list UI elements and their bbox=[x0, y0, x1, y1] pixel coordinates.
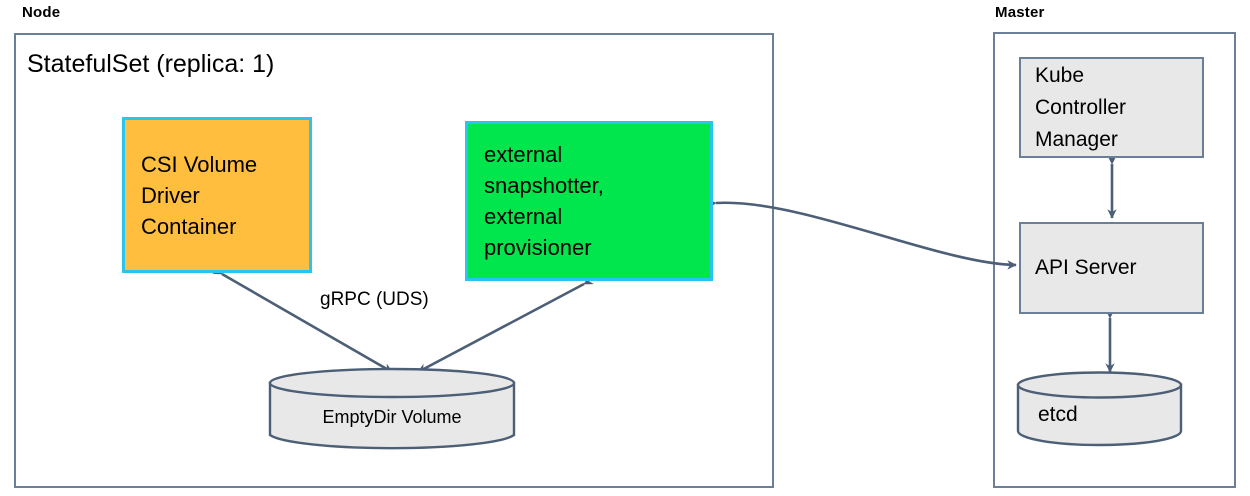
box-kube-controller-manager-label: Kube Controller Manager bbox=[1035, 63, 1127, 151]
emptydir-shape bbox=[268, 367, 516, 450]
cylinder-emptydir-volume-label: EmptyDir Volume bbox=[322, 407, 462, 427]
cylinder-emptydir-volume[interactable]: EmptyDir Volume bbox=[268, 367, 516, 451]
cylinder-etcd[interactable]: etcd bbox=[1016, 371, 1183, 447]
etcd-shape bbox=[1016, 371, 1183, 447]
box-api-server[interactable]: API Server bbox=[1019, 222, 1204, 314]
box-external-sidecars[interactable]: external snapshotter, external provision… bbox=[465, 121, 713, 281]
cylinder-etcd-label: etcd bbox=[1038, 403, 1078, 426]
statefulset-title: StatefulSet (replica: 1) bbox=[27, 50, 275, 78]
box-api-server-label: API Server bbox=[1035, 256, 1137, 279]
box-kube-controller-manager[interactable]: Kube Controller Manager bbox=[1019, 57, 1204, 158]
edge-label-grpc-uds: gRPC (UDS) bbox=[320, 289, 429, 310]
node-group-label: Node bbox=[22, 4, 61, 21]
box-csi-volume-driver-container[interactable]: CSI Volume Driver Container bbox=[122, 117, 312, 273]
box-external-sidecars-label: external snapshotter, external provision… bbox=[484, 142, 604, 260]
master-group-label: Master bbox=[995, 4, 1045, 21]
box-csi-volume-driver-container-label: CSI Volume Driver Container bbox=[141, 151, 258, 239]
